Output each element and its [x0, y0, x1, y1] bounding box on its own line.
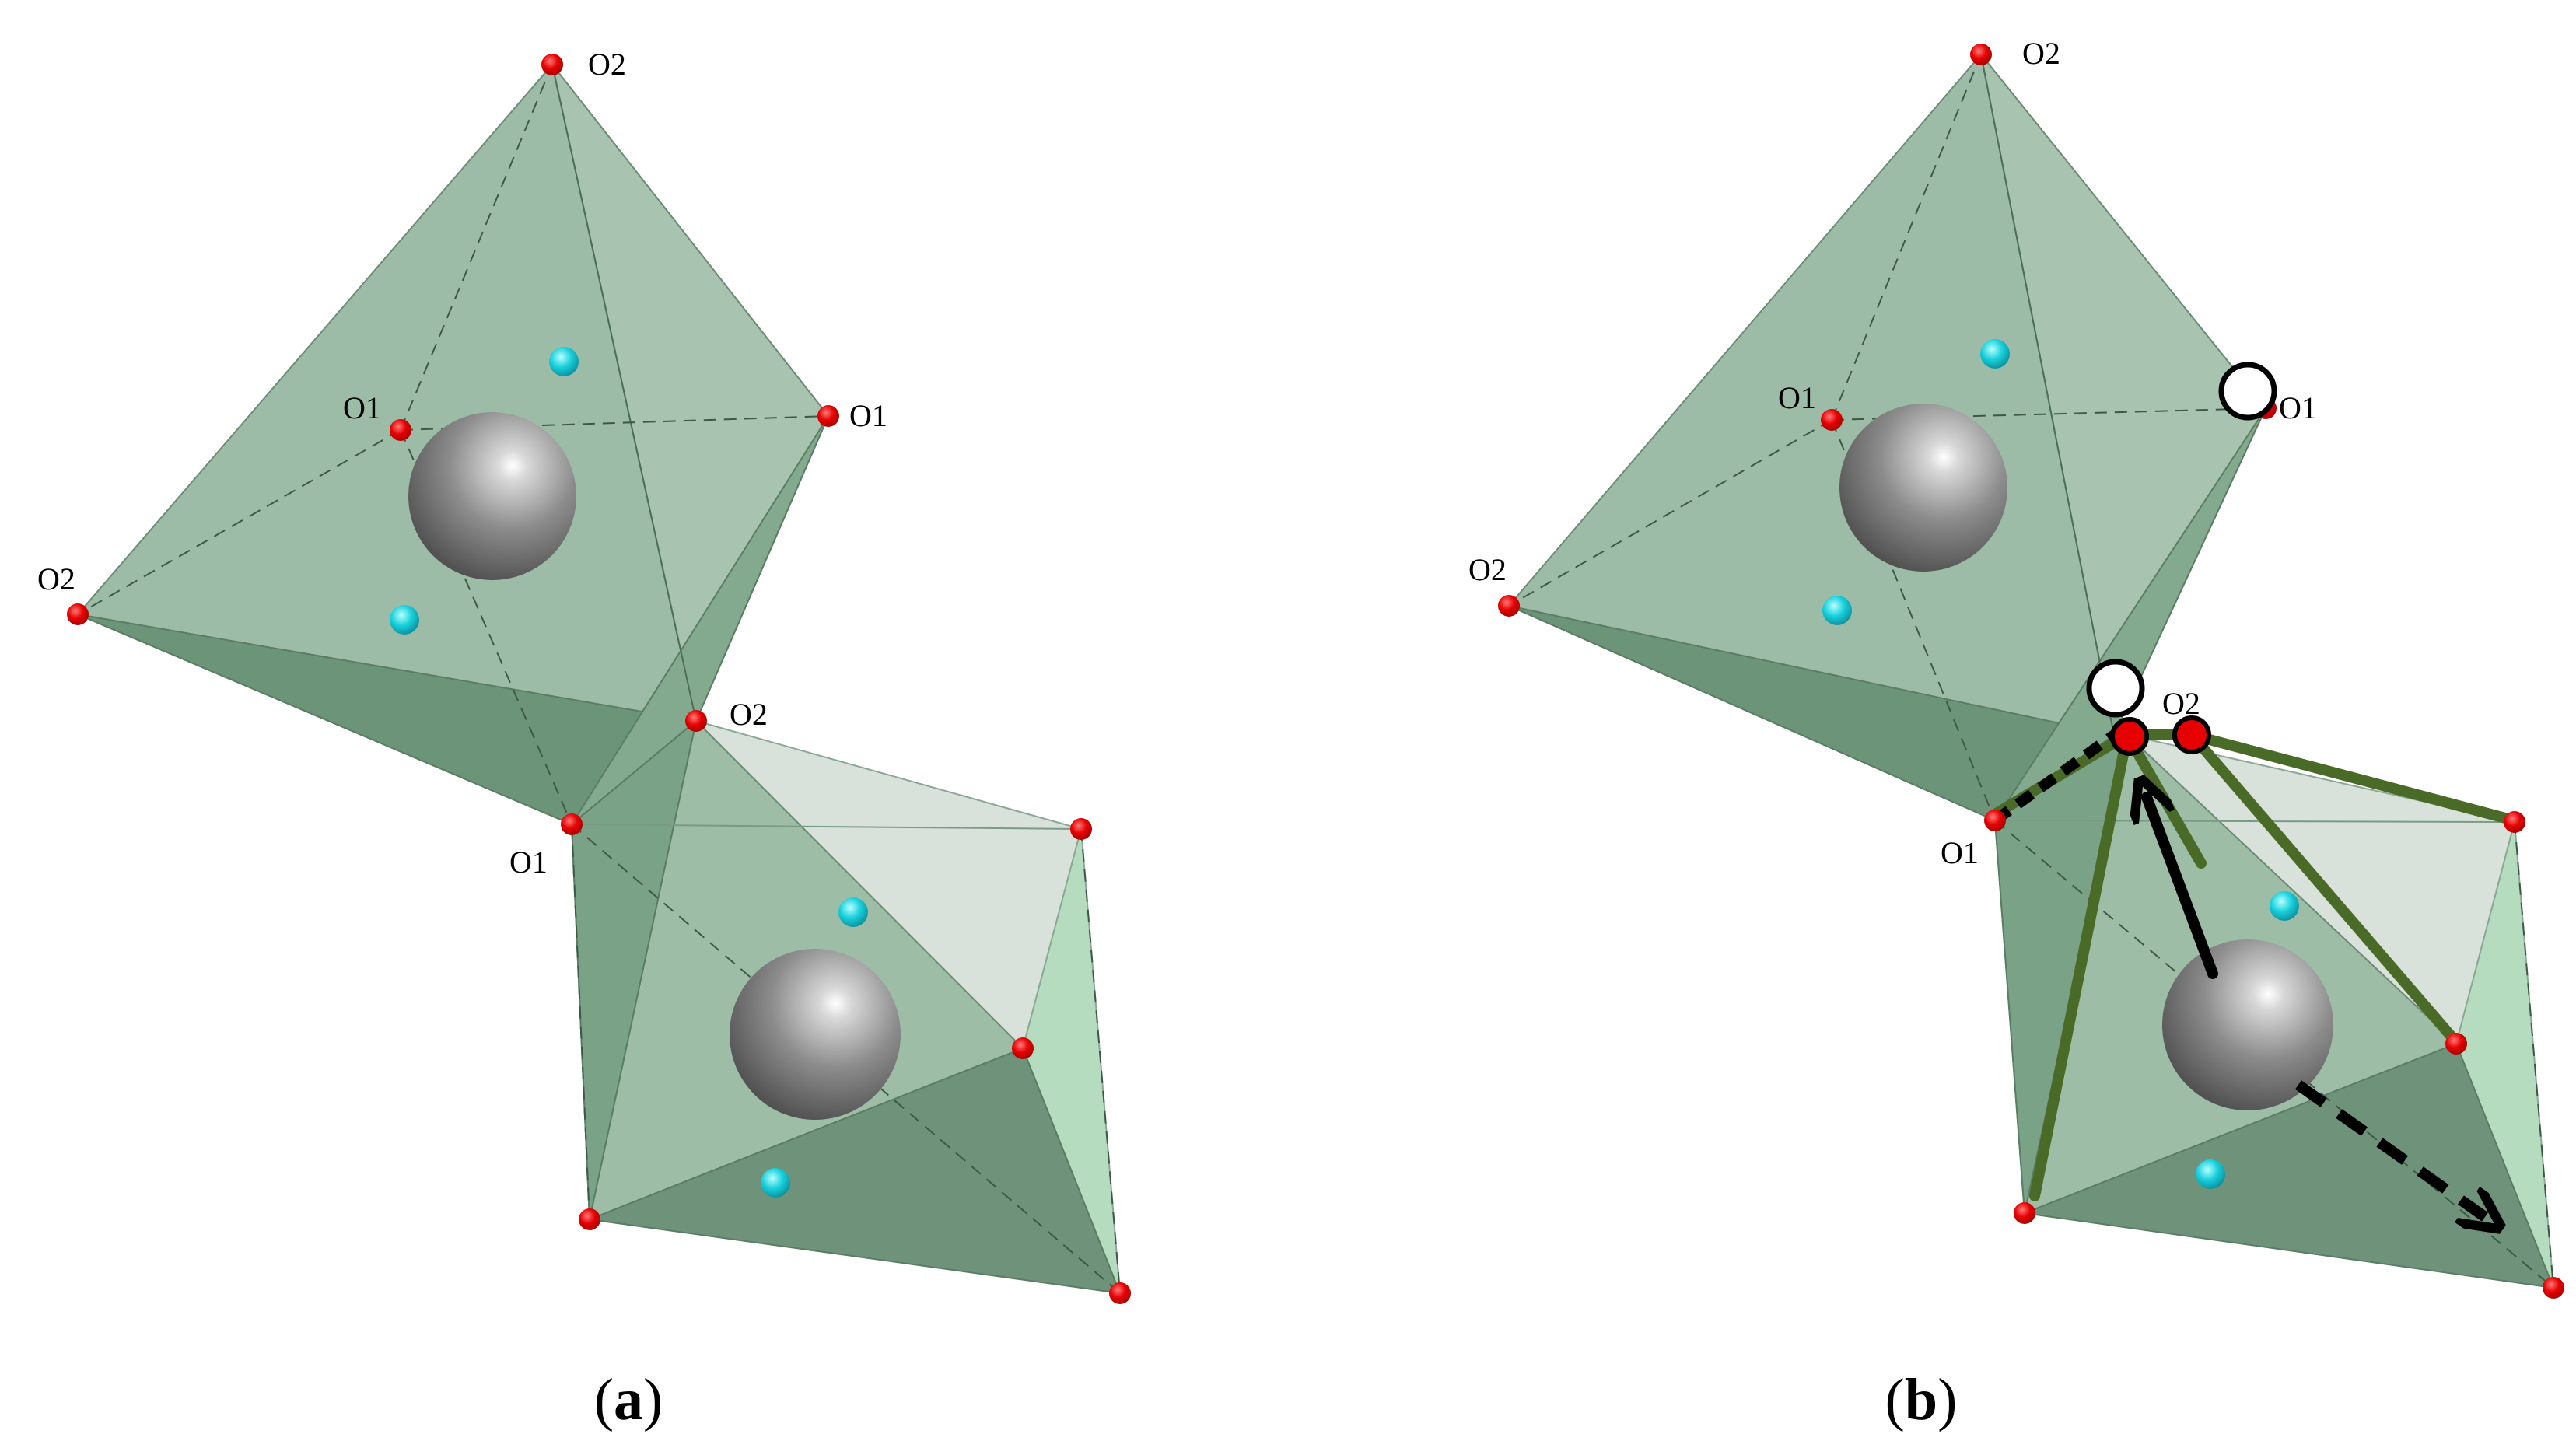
- dashed-segment: [1991, 730, 2118, 825]
- atom-label: O2: [37, 561, 75, 596]
- small-atom: [390, 605, 419, 635]
- oxygen-atom: [2543, 1277, 2564, 1299]
- displaced-oxygen-atom: [2110, 717, 2149, 756]
- oxygen-atom: [1984, 810, 2006, 831]
- edge: [1980, 54, 2115, 736]
- edge: [1994, 820, 2515, 823]
- oxygen-atom: [67, 603, 89, 625]
- oxygen-atom: [1109, 1282, 1131, 1304]
- small-atom: [1980, 339, 2010, 369]
- small-atom: [2270, 891, 2299, 921]
- displaced-oxygen-atom: [2172, 715, 2211, 754]
- face: [586, 1047, 1122, 1295]
- metal-atom: [730, 949, 901, 1120]
- vacancy-circle: [2218, 362, 2277, 421]
- atom-label: O2: [2022, 36, 2060, 71]
- oxygen-atom: [579, 1208, 600, 1230]
- hidden-edge: [1080, 828, 1121, 1294]
- highlight-edge: [1986, 729, 2133, 822]
- atom-label: O1: [849, 398, 887, 433]
- face: [570, 719, 698, 1220]
- atom-label: O1: [2279, 390, 2317, 425]
- hidden-edge: [2514, 821, 2554, 1289]
- oxygen-atom: [390, 419, 411, 441]
- atom-label: O2: [588, 47, 626, 82]
- hidden-edge: [400, 64, 553, 431]
- oxygen-atom: [1498, 595, 1520, 617]
- oxygen-atom: [2445, 1033, 2467, 1055]
- solid-arrow: [2147, 797, 2218, 979]
- metal-atom: [1839, 404, 2007, 572]
- atom-label: O1: [343, 390, 381, 425]
- oxygen-atom: [561, 813, 583, 835]
- atom-label: O2: [2162, 686, 2200, 721]
- small-atom: [2196, 1159, 2225, 1189]
- dashed-arrow: [2294, 1080, 2485, 1217]
- vacancy-circle: [2086, 659, 2145, 718]
- metal-atom: [2162, 939, 2333, 1110]
- hidden-edge: [1508, 419, 1832, 607]
- oxygen-atom: [2504, 811, 2525, 833]
- hidden-edge: [77, 429, 401, 615]
- oxygen-atom: [1012, 1037, 1034, 1059]
- oxygen-atom: [1821, 409, 1843, 431]
- face: [2021, 1042, 2555, 1289]
- panel-caption-b: (b): [1885, 1367, 1958, 1432]
- atom-label: O2: [730, 697, 768, 732]
- highlight-edge: [2186, 729, 2514, 824]
- small-atom: [838, 897, 868, 927]
- panel-b: O2 O1 O1 O2 O2 O1 (b): [1468, 36, 2564, 1432]
- panel-a: O2 O1 O1 O2 O2 O1 (a): [37, 47, 1131, 1432]
- atom-label: O2: [1468, 552, 1507, 587]
- small-atom: [1822, 596, 1852, 625]
- atom-label: O1: [1941, 835, 1979, 870]
- oxygen-atom: [817, 405, 839, 427]
- edge: [571, 824, 1082, 830]
- oxygen-atom: [541, 54, 563, 75]
- oxygen-atom: [1970, 44, 1992, 65]
- hidden-edge: [1831, 54, 1982, 421]
- oxygen-atom: [2014, 1202, 2035, 1224]
- atom-label: O1: [509, 845, 548, 880]
- highlight-edge: [2029, 729, 2133, 1201]
- oxygen-atom: [685, 710, 707, 732]
- oxygen-atom: [1070, 818, 1092, 840]
- small-atom: [761, 1168, 790, 1198]
- edge: [551, 64, 697, 722]
- small-atom: [549, 347, 579, 376]
- highlight-edge: [2186, 729, 2462, 1048]
- panel-caption-a: (a): [594, 1367, 663, 1432]
- hidden-edge: [571, 824, 590, 1220]
- metal-atom: [408, 412, 576, 580]
- atom-label: O1: [1778, 380, 1816, 415]
